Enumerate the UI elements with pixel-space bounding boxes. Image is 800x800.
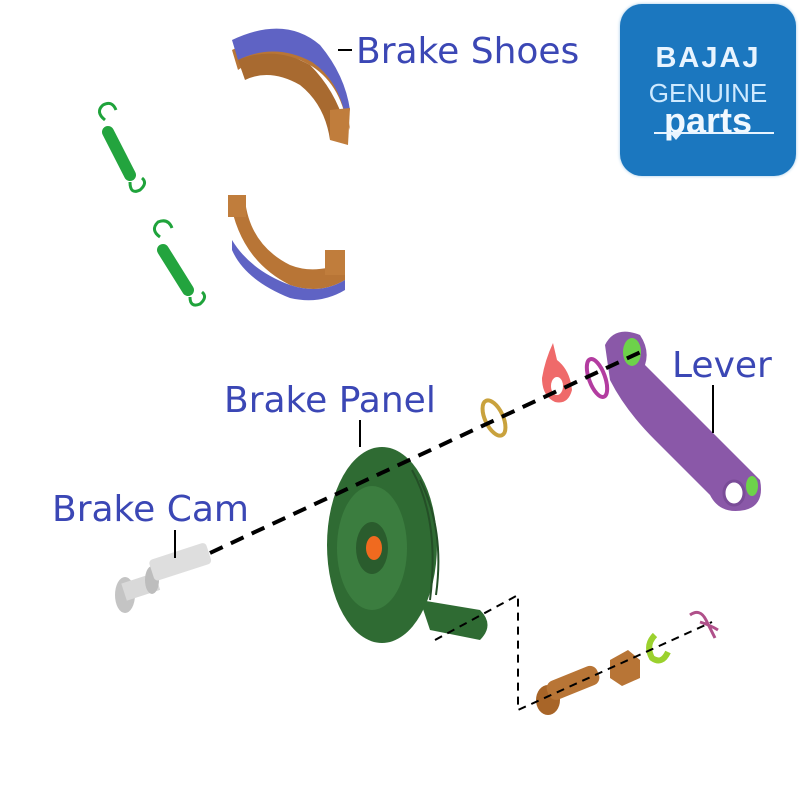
label-brake-cam: Brake Cam [52, 489, 249, 530]
lever [605, 331, 761, 511]
felt-seal [584, 357, 610, 399]
label-lever: Lever [672, 345, 772, 386]
spring-1 [98, 101, 147, 193]
logo-brand: BAJAJ [655, 42, 761, 74]
logo-genuine: GENUINE [648, 78, 768, 108]
brake-shoe-lower [228, 195, 345, 301]
cotter-clip [689, 610, 719, 639]
toothed-washer [480, 398, 508, 438]
wear-indicator [542, 343, 572, 403]
spring-2 [153, 219, 207, 307]
pin [536, 665, 600, 715]
logo-arrow-icon [670, 133, 682, 140]
label-brake-panel: Brake Panel [224, 380, 436, 421]
assembly-lines [209, 348, 713, 712]
label-brake-shoes: Brake Shoes [356, 31, 580, 72]
logo-parts: parts [663, 100, 753, 141]
brake-shoe-upper [232, 28, 350, 145]
bajaj-genuine-parts-logo: BAJAJ GENUINE parts [620, 4, 796, 176]
leader-lines [174, 49, 714, 558]
spring-washer [646, 632, 671, 664]
nut [610, 650, 640, 686]
brake-panel [327, 447, 488, 643]
logo-underline [654, 132, 774, 134]
brake-cam [115, 543, 212, 613]
